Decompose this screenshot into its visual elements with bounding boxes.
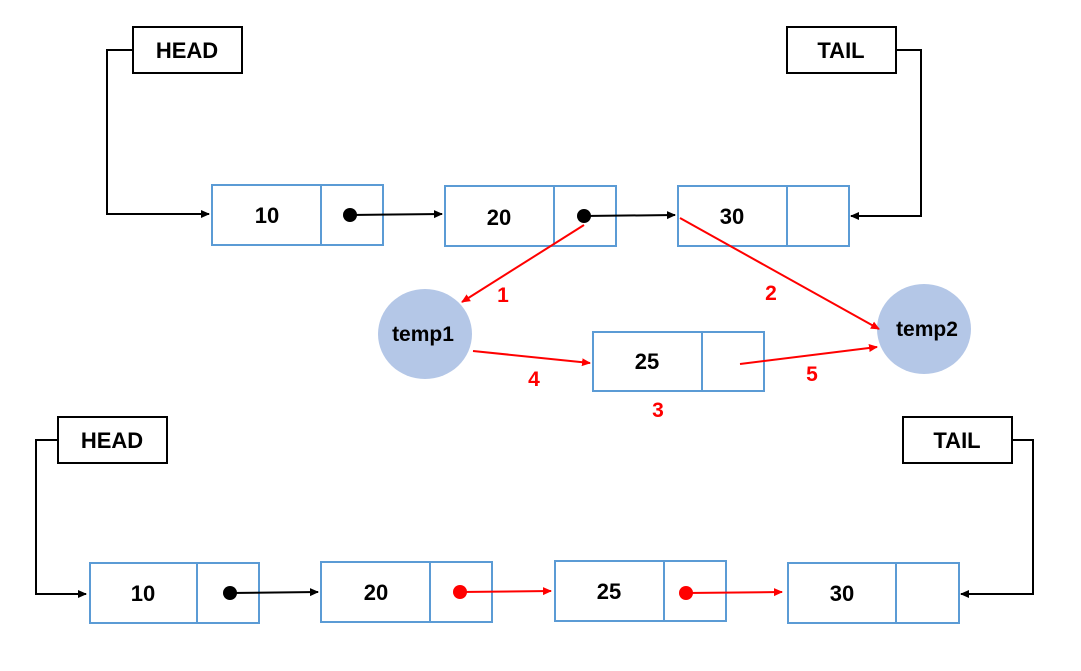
next-arrow	[583, 211, 676, 220]
bottom-node-value: 30	[830, 581, 854, 606]
bottom-node-value: 20	[364, 580, 388, 605]
step4-arrow	[472, 350, 591, 367]
temp1-label: temp1	[392, 323, 454, 346]
top-tail-arrow	[850, 49, 922, 220]
step-number-1: 1	[497, 284, 509, 307]
bottom-head-arrow	[35, 439, 87, 598]
step-number-3: 3	[652, 399, 664, 422]
top-head-pointer: HEAD	[106, 26, 243, 218]
top-node-value: 10	[255, 203, 279, 228]
top-node-value: 20	[487, 205, 511, 230]
temp1-pointer: temp1	[378, 289, 472, 379]
top-node-20: 20	[444, 185, 676, 247]
top-node-10: 10	[211, 184, 443, 246]
bottom-tail-arrow	[960, 439, 1034, 598]
bottom-node-10: 10	[89, 562, 319, 624]
temp2-label: temp2	[896, 318, 958, 341]
step1-arrow	[461, 224, 585, 303]
next-arrow	[685, 588, 783, 597]
top-node-value: 30	[720, 204, 744, 229]
next-arrow	[349, 210, 443, 219]
bottom-node-25: 25	[554, 560, 783, 622]
bottom-node-20: 20	[320, 561, 552, 623]
bottom-head-label: HEAD	[81, 428, 143, 453]
next-arrow	[229, 588, 319, 597]
new-node-value: 25	[635, 349, 659, 374]
step-number-2: 2	[765, 282, 777, 305]
top-tail-pointer: TAIL	[786, 26, 922, 220]
new-node-25: 25	[592, 331, 765, 392]
step2-arrow	[679, 217, 880, 330]
bottom-head-pointer: HEAD	[35, 416, 168, 598]
bottom-node-value: 10	[131, 581, 155, 606]
step5-arrow	[739, 344, 878, 365]
top-tail-label: TAIL	[817, 38, 864, 63]
top-head-arrow	[106, 49, 210, 218]
bottom-node-value: 25	[597, 579, 621, 604]
bottom-tail-pointer: TAIL	[902, 416, 1034, 598]
step-number-5: 5	[806, 363, 818, 386]
next-arrow	[459, 587, 552, 596]
top-node-30: 30	[677, 185, 850, 247]
bottom-tail-label: TAIL	[933, 428, 980, 453]
bottom-node-30: 30	[787, 562, 960, 624]
step-number-4: 4	[528, 368, 540, 391]
top-head-label: HEAD	[156, 38, 218, 63]
temp2-pointer: temp2	[877, 284, 971, 374]
